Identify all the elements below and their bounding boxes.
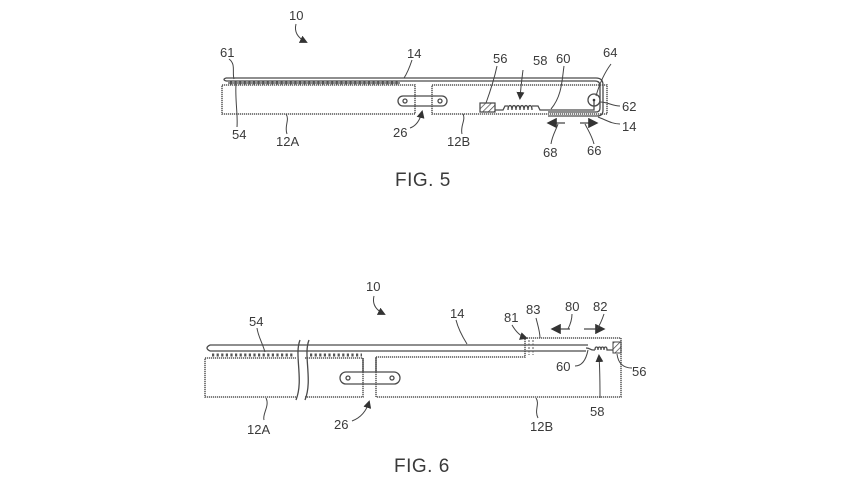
spring-58 xyxy=(495,104,548,111)
label-64: 64 xyxy=(603,45,617,60)
leader-58 xyxy=(516,69,525,100)
label-10: 10 xyxy=(289,8,303,23)
rod-60 xyxy=(548,101,595,111)
leader-26 xyxy=(351,400,372,422)
leader-58 xyxy=(595,354,604,399)
leader-14 xyxy=(455,319,468,345)
anchor-block-56 xyxy=(612,341,622,354)
label-10-fig6: 10 xyxy=(366,279,380,294)
rod-60 xyxy=(585,347,595,351)
leader-12a xyxy=(285,113,288,135)
leader-14-top xyxy=(403,59,413,79)
leader-56 xyxy=(616,353,633,369)
label-58: 58 xyxy=(590,404,604,419)
label-56: 56 xyxy=(632,364,646,379)
label-54: 54 xyxy=(249,314,263,329)
label-80: 80 xyxy=(565,299,579,314)
label-26: 26 xyxy=(393,125,407,140)
break-line-right xyxy=(304,339,310,401)
leader-14-wrap xyxy=(597,116,621,125)
leader-61 xyxy=(228,58,235,80)
label-14-wrap: 14 xyxy=(622,119,636,134)
display-panel-14 xyxy=(206,344,588,352)
label-26: 26 xyxy=(334,417,348,432)
figure-6: 10 xyxy=(204,279,646,477)
figure-5: 10 xyxy=(220,8,636,191)
label-14: 14 xyxy=(450,306,464,321)
label-12b: 12B xyxy=(447,134,470,149)
hinge-26 xyxy=(339,357,401,385)
leader-64 xyxy=(595,63,612,97)
leader-80 xyxy=(567,313,573,330)
label-83: 83 xyxy=(526,302,540,317)
label-82: 82 xyxy=(593,299,607,314)
label-66: 66 xyxy=(587,143,601,158)
label-54: 54 xyxy=(232,127,246,142)
leader-66 xyxy=(584,123,595,145)
label-56: 56 xyxy=(493,51,507,66)
leader-82 xyxy=(596,313,605,330)
housing-12a xyxy=(221,84,416,115)
leader-68 xyxy=(550,123,559,145)
leader-56 xyxy=(485,65,498,104)
label-14-top: 14 xyxy=(407,46,421,61)
figure-caption-5: FIG. 5 xyxy=(395,170,451,191)
leader-60 xyxy=(574,349,589,367)
label-60: 60 xyxy=(556,51,570,66)
display-panel-14 xyxy=(223,77,604,117)
break-line-left xyxy=(295,339,301,401)
leader-62 xyxy=(599,101,621,107)
leader-12a xyxy=(263,397,268,421)
label-12a: 12A xyxy=(276,134,299,149)
label-12a: 12A xyxy=(247,422,270,437)
label-60: 60 xyxy=(556,359,570,374)
leader-60 xyxy=(550,65,565,110)
arrow-10 xyxy=(295,23,308,43)
leader-54 xyxy=(235,83,238,128)
arrow-10-fig6 xyxy=(373,295,386,315)
anchor-block-56 xyxy=(479,102,496,113)
label-61: 61 xyxy=(220,45,234,60)
leader-26 xyxy=(409,110,425,129)
label-68: 68 xyxy=(543,145,557,160)
label-12b: 12B xyxy=(530,419,553,434)
pin-64 xyxy=(592,98,596,102)
figure-caption-6: FIG. 6 xyxy=(394,456,450,477)
label-81: 81 xyxy=(504,310,518,325)
hinge-26 xyxy=(397,95,448,107)
label-62: 62 xyxy=(622,99,636,114)
leader-81 xyxy=(511,324,528,340)
leader-12b xyxy=(535,397,539,419)
leader-12b xyxy=(461,113,465,135)
roller-62 xyxy=(587,93,601,107)
leader-83 xyxy=(535,317,541,339)
leader-54 xyxy=(256,327,266,353)
label-58: 58 xyxy=(533,53,547,68)
spring-58 xyxy=(594,346,613,351)
guide-83 xyxy=(528,340,534,355)
housing-12a xyxy=(204,357,364,398)
housing-12b xyxy=(375,337,622,398)
